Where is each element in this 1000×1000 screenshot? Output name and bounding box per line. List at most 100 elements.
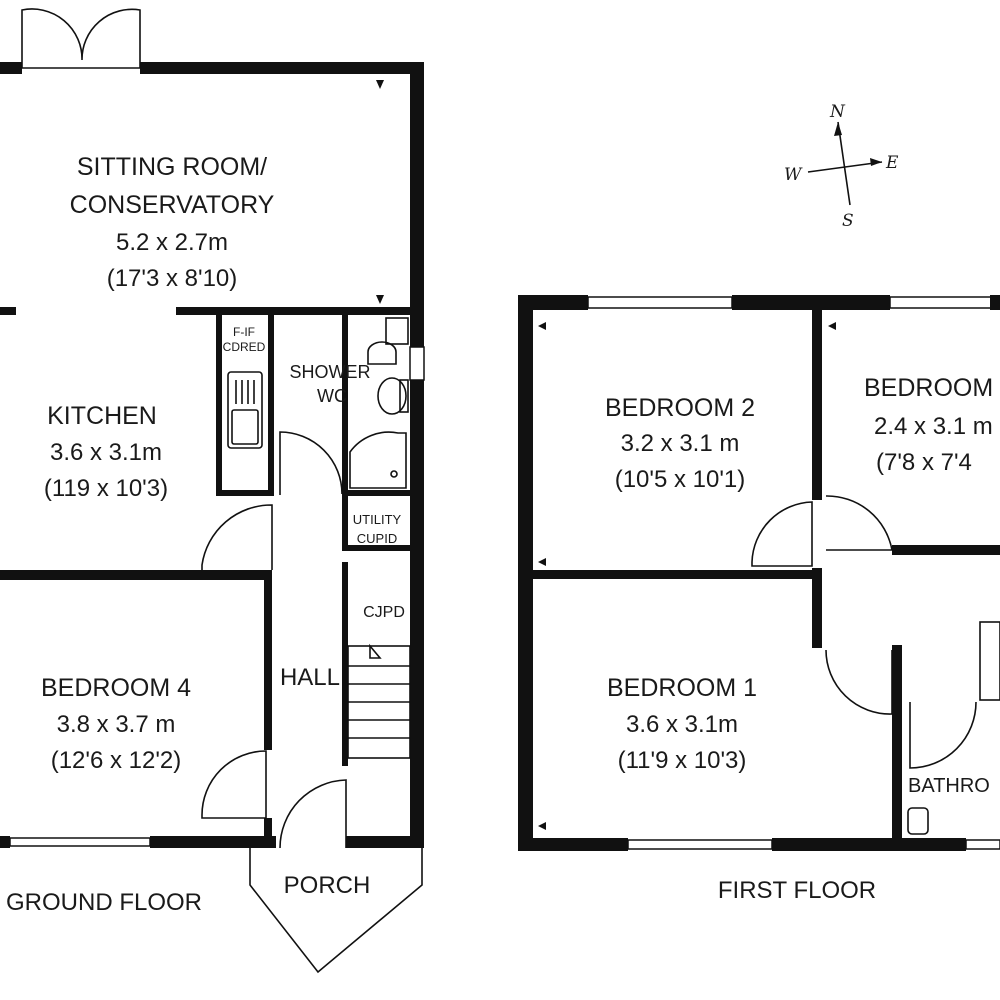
shower-label: WC <box>317 386 347 406</box>
front-door <box>279 779 347 849</box>
bedroom2-metric: 3.2 x 3.1 m <box>621 430 740 457</box>
kitchen-label: KITCHEN <box>47 402 157 430</box>
window <box>627 839 773 850</box>
french-doors <box>21 8 141 69</box>
wall <box>410 380 424 845</box>
wall <box>342 562 348 766</box>
bath-icon <box>979 621 1000 701</box>
compass-east-label: E <box>885 153 899 173</box>
wall <box>0 62 22 74</box>
wall <box>990 295 1000 310</box>
bedroom4-door <box>201 750 267 819</box>
porch-label: PORCH <box>284 872 371 899</box>
window <box>9 837 151 847</box>
utility-label: CUPID <box>357 531 397 546</box>
hall-door <box>279 431 343 495</box>
wall <box>0 836 10 848</box>
shower-tray-icon <box>349 431 407 489</box>
wall <box>518 295 588 310</box>
sitting-room-imperial: (17'3 x 8'10) <box>107 265 238 292</box>
compass-north-label: N <box>829 102 846 122</box>
wall <box>410 62 424 347</box>
fridge-label: CDRED <box>223 340 266 354</box>
bedroom2-door <box>751 501 813 567</box>
wall <box>264 570 272 750</box>
marker-icon <box>538 558 546 566</box>
wall <box>268 315 274 495</box>
first-floor: BEDROOM 2 3.2 x 3.1 m (10'5 x 10'1) BEDR… <box>518 295 1000 904</box>
bedroom1-imperial: (11'9 x 10'3) <box>618 747 747 774</box>
window <box>409 346 425 381</box>
bedroom3-door <box>825 495 893 551</box>
wall <box>518 838 628 851</box>
bedroom4-metric: 3.8 x 3.7 m <box>57 711 176 738</box>
wall <box>264 818 272 848</box>
wall <box>216 315 222 495</box>
stairs <box>347 643 411 759</box>
ground-floor-label: GROUND FLOOR <box>6 889 202 916</box>
wall <box>342 545 410 551</box>
marker-icon <box>538 822 546 830</box>
sitting-room-label: CONSERVATORY <box>70 191 275 219</box>
window <box>965 839 1000 850</box>
bedroom1-metric: 3.6 x 3.1m <box>626 711 738 738</box>
window <box>889 296 1000 309</box>
wall <box>892 545 1000 555</box>
wall <box>176 307 410 315</box>
sitting-room-label: SITTING ROOM/ <box>77 153 267 181</box>
wall <box>812 568 822 648</box>
compass-west-label: W <box>784 165 803 185</box>
compass-rose: N S E W <box>784 102 899 231</box>
wall <box>533 570 817 579</box>
wall <box>892 645 902 705</box>
kitchen-imperial: (119 x 10'3) <box>44 475 168 502</box>
bedroom4-imperial: (12'6 x 12'2) <box>51 747 182 774</box>
wall <box>0 307 16 315</box>
compass-south-label: S <box>842 211 854 231</box>
cupboard-label: CJPD <box>363 604 405 621</box>
bedroom1-label: BEDROOM 1 <box>607 674 757 702</box>
wall <box>0 570 272 580</box>
ground-floor: SITTING ROOM/ CONSERVATORY 5.2 x 2.7m (1… <box>0 8 425 974</box>
wall <box>892 700 902 845</box>
basin-icon <box>367 341 397 365</box>
wall <box>140 62 424 74</box>
wall <box>812 310 822 500</box>
wall <box>150 836 276 848</box>
hall-label: HALL <box>280 664 340 691</box>
wall <box>732 295 890 310</box>
marker-icon <box>828 322 836 330</box>
toilet-icon <box>377 377 409 415</box>
wall <box>518 295 533 851</box>
wall <box>216 490 274 496</box>
toilet-icon <box>907 807 929 835</box>
wall <box>342 496 348 551</box>
vent <box>385 317 409 345</box>
wall <box>772 838 966 851</box>
shower-label: SHOWER <box>290 362 371 382</box>
wall <box>342 315 348 495</box>
bedroom3-imperial: (7'8 x 7'4 <box>876 449 972 476</box>
fridge-label: F-IF <box>233 325 255 339</box>
bedroom4-label: BEDROOM 4 <box>41 674 191 702</box>
marker-icon <box>376 295 384 304</box>
porch-outline <box>249 848 423 974</box>
utility-label: UTILITY <box>353 512 402 527</box>
bedroom3-metric: 2.4 x 3.1 m <box>874 413 993 440</box>
bathroom-door <box>909 701 977 769</box>
kitchen-metric: 3.6 x 3.1m <box>50 439 162 466</box>
marker-icon <box>538 322 546 330</box>
bathroom-label: BATHRO <box>908 775 990 797</box>
bedroom2-label: BEDROOM 2 <box>605 394 755 422</box>
window <box>587 296 733 309</box>
bedroom2-imperial: (10'5 x 10'1) <box>615 466 746 493</box>
bedroom3-label: BEDROOM <box>864 374 993 402</box>
first-floor-label: FIRST FLOOR <box>718 877 876 904</box>
kitchen-door <box>201 504 273 570</box>
wall <box>342 490 410 496</box>
bedroom1-door <box>825 649 893 715</box>
sink-icon <box>227 371 263 449</box>
sitting-room-metric: 5.2 x 2.7m <box>116 229 228 256</box>
wall <box>346 836 424 848</box>
